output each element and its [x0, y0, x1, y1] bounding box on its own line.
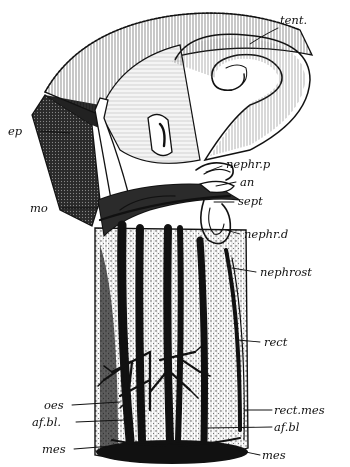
label-an: an [240, 175, 254, 189]
label-rect-mes: rect.mes [274, 403, 325, 417]
label-mes-right: mes [262, 448, 286, 462]
label-af-bl-left: af.bl. [32, 415, 61, 429]
label-ep: ep [8, 124, 23, 138]
label-oes: oes [44, 398, 64, 412]
label-nephr-d: nephr.d [244, 227, 288, 241]
label-tent: tent. [280, 13, 307, 27]
label-mo: mo [30, 201, 48, 215]
trunk-base [96, 440, 248, 464]
label-sept: sept [238, 194, 263, 208]
label-af-bl-right: af.bl [274, 420, 300, 434]
label-rect: rect [264, 335, 288, 349]
label-mes-left: mes [42, 442, 66, 456]
mouth-opening [148, 114, 172, 155]
label-nephrost: nephrost [260, 265, 312, 279]
label-nephr-p: nephr.p [226, 157, 271, 171]
